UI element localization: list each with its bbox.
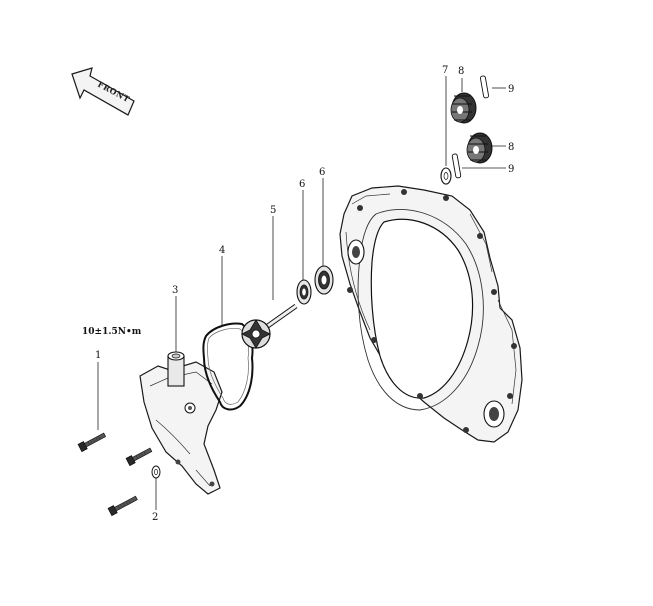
leader-lines <box>97 76 506 510</box>
callout-9a: 9 <box>508 84 514 95</box>
callout-9b: 9 <box>508 164 514 175</box>
seal-part-6a <box>296 279 312 305</box>
pin-part-9a <box>479 75 489 99</box>
torque-spec: 10±1.5N•m <box>82 327 142 337</box>
callout-6b: 6 <box>319 167 325 178</box>
seal-part-6b <box>314 265 334 295</box>
callout-3: 3 <box>172 285 178 296</box>
callout-1: 1 <box>95 350 101 361</box>
front-direction-arrow: FRONT <box>71 67 135 116</box>
callout-6a: 6 <box>299 179 305 190</box>
gear-part-8b <box>466 132 493 164</box>
gear-part-8a <box>450 92 477 124</box>
callout-4: 4 <box>219 245 225 256</box>
callout-5: 5 <box>270 205 276 216</box>
pin-part-9b <box>451 153 462 179</box>
callout-7: 7 <box>442 65 448 76</box>
impeller-part-5 <box>241 303 298 349</box>
gasket-part-4 <box>202 322 254 411</box>
callout-8b: 8 <box>508 142 514 153</box>
water-pump-cover-part-3 <box>139 351 223 495</box>
callout-numbers: 1 2 3 4 5 6 6 7 8 8 9 9 <box>95 65 514 523</box>
washer-part-7 <box>440 167 452 185</box>
washer-part-2 <box>151 465 161 479</box>
bolt-part-1 <box>77 432 153 517</box>
callout-8a: 8 <box>458 66 464 77</box>
crankcase-cover <box>339 185 523 443</box>
callout-2: 2 <box>152 512 158 523</box>
